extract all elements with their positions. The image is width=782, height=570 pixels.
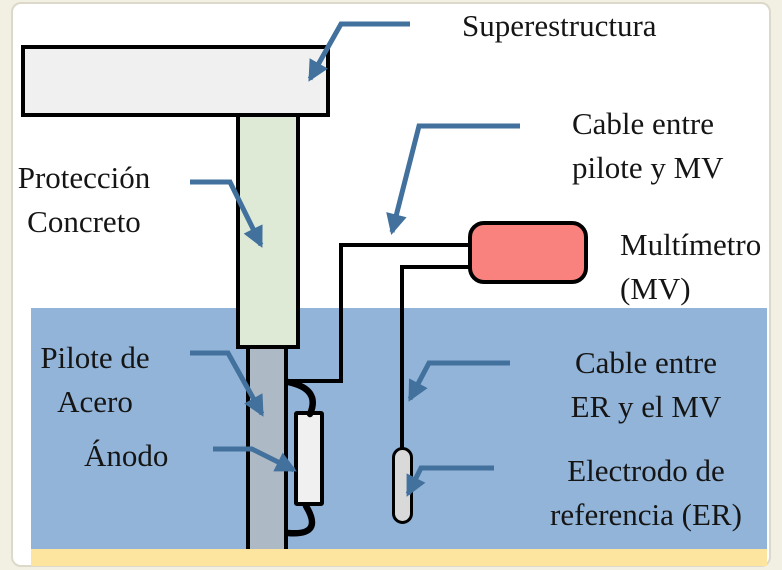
reference-electrode-label-line2: referencia (ER) — [550, 497, 742, 532]
seabed-sand — [31, 549, 767, 566]
multimeter-label: Multímetro (MV) — [620, 223, 761, 311]
er-to-mv-cable-label-line1: Cable entre — [574, 345, 717, 380]
pile-to-mv-cable-label-line1: Cable entre — [572, 106, 715, 141]
reference-electrode-label-line1: Electrodo de — [567, 453, 725, 488]
multimeter-label-line1: Multímetro — [620, 227, 762, 262]
superstructure-shape — [21, 45, 330, 117]
concrete-protection-shape — [236, 113, 300, 349]
reference-electrode-shape — [392, 447, 413, 524]
superstructure-label-text: Superestructura — [462, 8, 657, 43]
superstructure-label: Superestructura — [462, 4, 657, 48]
concrete-protection-label-line1: Protección — [17, 160, 151, 195]
anode-shape — [294, 411, 324, 506]
er-to-mv-cable-label: Cable entre ER y el MV — [551, 341, 741, 429]
anode-label: Ánodo — [84, 434, 168, 478]
steel-pile-shape — [246, 349, 288, 549]
pile-to-mv-cable-label-line2: pilote y MV — [572, 150, 724, 185]
multimeter-shape — [468, 221, 588, 284]
steel-pile-label: Pilote de Acero — [15, 336, 175, 424]
concrete-protection-label: Protección Concreto — [4, 156, 164, 244]
pile-to-mv-cable-label: Cable entre pilote y MV — [572, 102, 724, 190]
concrete-protection-label-line2: Concreto — [27, 204, 141, 239]
er-to-mv-cable-label-line2: ER y el MV — [570, 389, 722, 424]
steel-pile-label-line1: Pilote de — [40, 340, 150, 375]
multimeter-label-line2: (MV) — [620, 271, 691, 306]
steel-pile-label-line2: Acero — [57, 384, 133, 419]
reference-electrode-label: Electrodo de referencia (ER) — [524, 449, 768, 537]
anode-label-text: Ánodo — [84, 438, 169, 473]
